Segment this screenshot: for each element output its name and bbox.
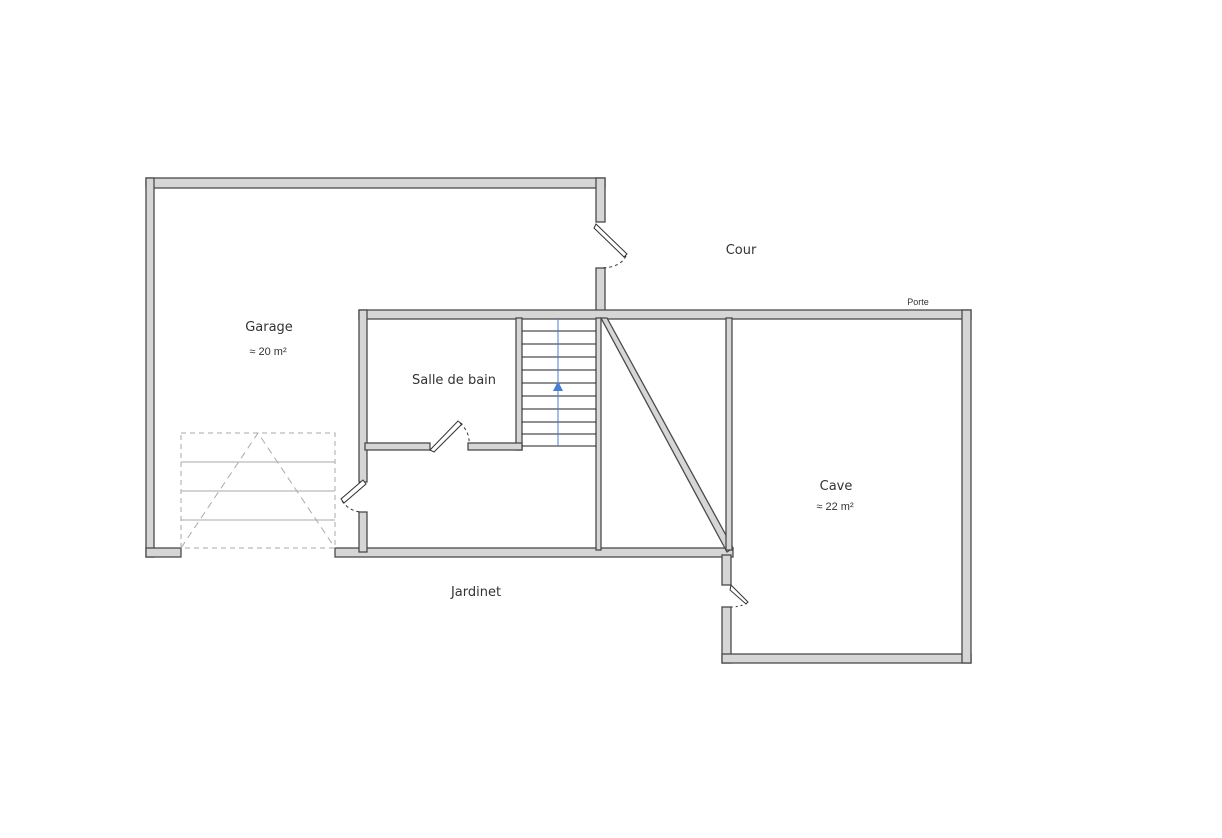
room-label-cave: Cave [819,479,853,494]
stairs [522,319,596,447]
garage-door [180,432,336,549]
room-area-cave: ≈ 22 m² [816,501,854,513]
room-label-salle-de-bain: Salle de bain [411,373,497,388]
doors [340,223,749,608]
room-label-garage: Garage [245,320,293,335]
walls [145,177,972,664]
stair-arrow-icon [553,381,563,391]
label-porte: Porte [907,297,929,307]
label-jardinet: Jardinet [450,585,502,600]
label-cour: Cour [725,243,757,258]
room-area-garage: ≈ 20 m² [249,346,287,358]
